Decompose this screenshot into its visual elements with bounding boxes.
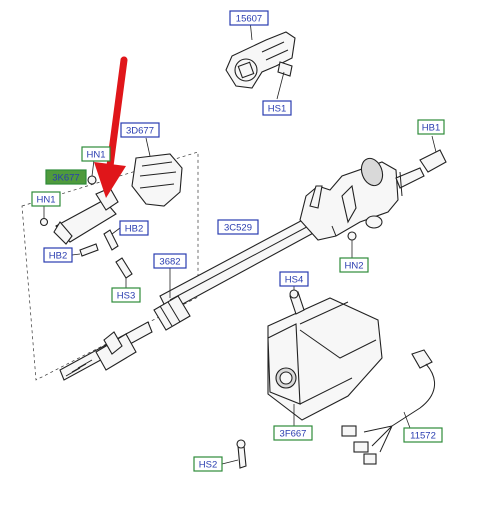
svg-text:3K677: 3K677	[52, 173, 79, 184]
intermediate-shaft-part	[59, 268, 191, 381]
rubber-boot-part	[131, 137, 183, 207]
screw-hs4-part	[289, 282, 305, 315]
upper-column-housing-part	[299, 135, 447, 258]
red-arrow-pointer-icon	[94, 56, 128, 198]
callout-hn1-top: HN1	[81, 146, 111, 162]
callout-hb1: HB1	[417, 119, 445, 135]
callout-hb2-right: HB2	[119, 220, 149, 236]
svg-text:HS2: HS2	[199, 460, 217, 471]
svg-text:HS1: HS1	[268, 104, 286, 115]
callout-3c529: 3C529	[217, 219, 259, 235]
svg-text:HN1: HN1	[36, 195, 55, 206]
screw-hs2-part	[221, 439, 247, 469]
svg-text:3D677: 3D677	[126, 126, 154, 137]
svg-text:3C529: 3C529	[224, 223, 252, 234]
svg-text:HS3: HS3	[117, 291, 135, 302]
svg-text:HB2: HB2	[49, 251, 67, 262]
callout-3682: 3682	[153, 253, 187, 269]
universal-joint-part	[39, 159, 121, 257]
callout-3d677: 3D677	[120, 122, 160, 138]
ignition-switch-part	[225, 19, 296, 100]
callout-3k677-highlighted: 3K677	[45, 169, 87, 185]
callout-11572: 11572	[403, 427, 443, 443]
wiring-harness-part	[341, 349, 435, 465]
callout-hs1: HS1	[262, 100, 292, 116]
svg-text:HN1: HN1	[86, 150, 105, 161]
svg-text:HB2: HB2	[125, 224, 143, 235]
svg-text:15607: 15607	[236, 14, 262, 25]
callout-3f667: 3F667	[273, 425, 313, 441]
callout-hs4: HS4	[279, 271, 309, 287]
svg-text:3F667: 3F667	[280, 429, 307, 440]
svg-text:HS4: HS4	[285, 275, 303, 286]
callout-hs3: HS3	[111, 287, 141, 303]
callout-hs2: HS2	[193, 456, 223, 472]
svg-text:3682: 3682	[159, 257, 180, 268]
callout-hn1-left: HN1	[31, 191, 61, 207]
svg-text:11572: 11572	[410, 431, 436, 442]
svg-text:HB1: HB1	[422, 123, 440, 134]
callout-hb2-left: HB2	[43, 247, 73, 263]
callout-15607: 15607	[229, 10, 269, 26]
svg-text:HN2: HN2	[344, 261, 363, 272]
column-shroud-part	[267, 297, 383, 430]
callout-hn2: HN2	[339, 257, 369, 273]
screw-hs3-part	[115, 257, 133, 288]
